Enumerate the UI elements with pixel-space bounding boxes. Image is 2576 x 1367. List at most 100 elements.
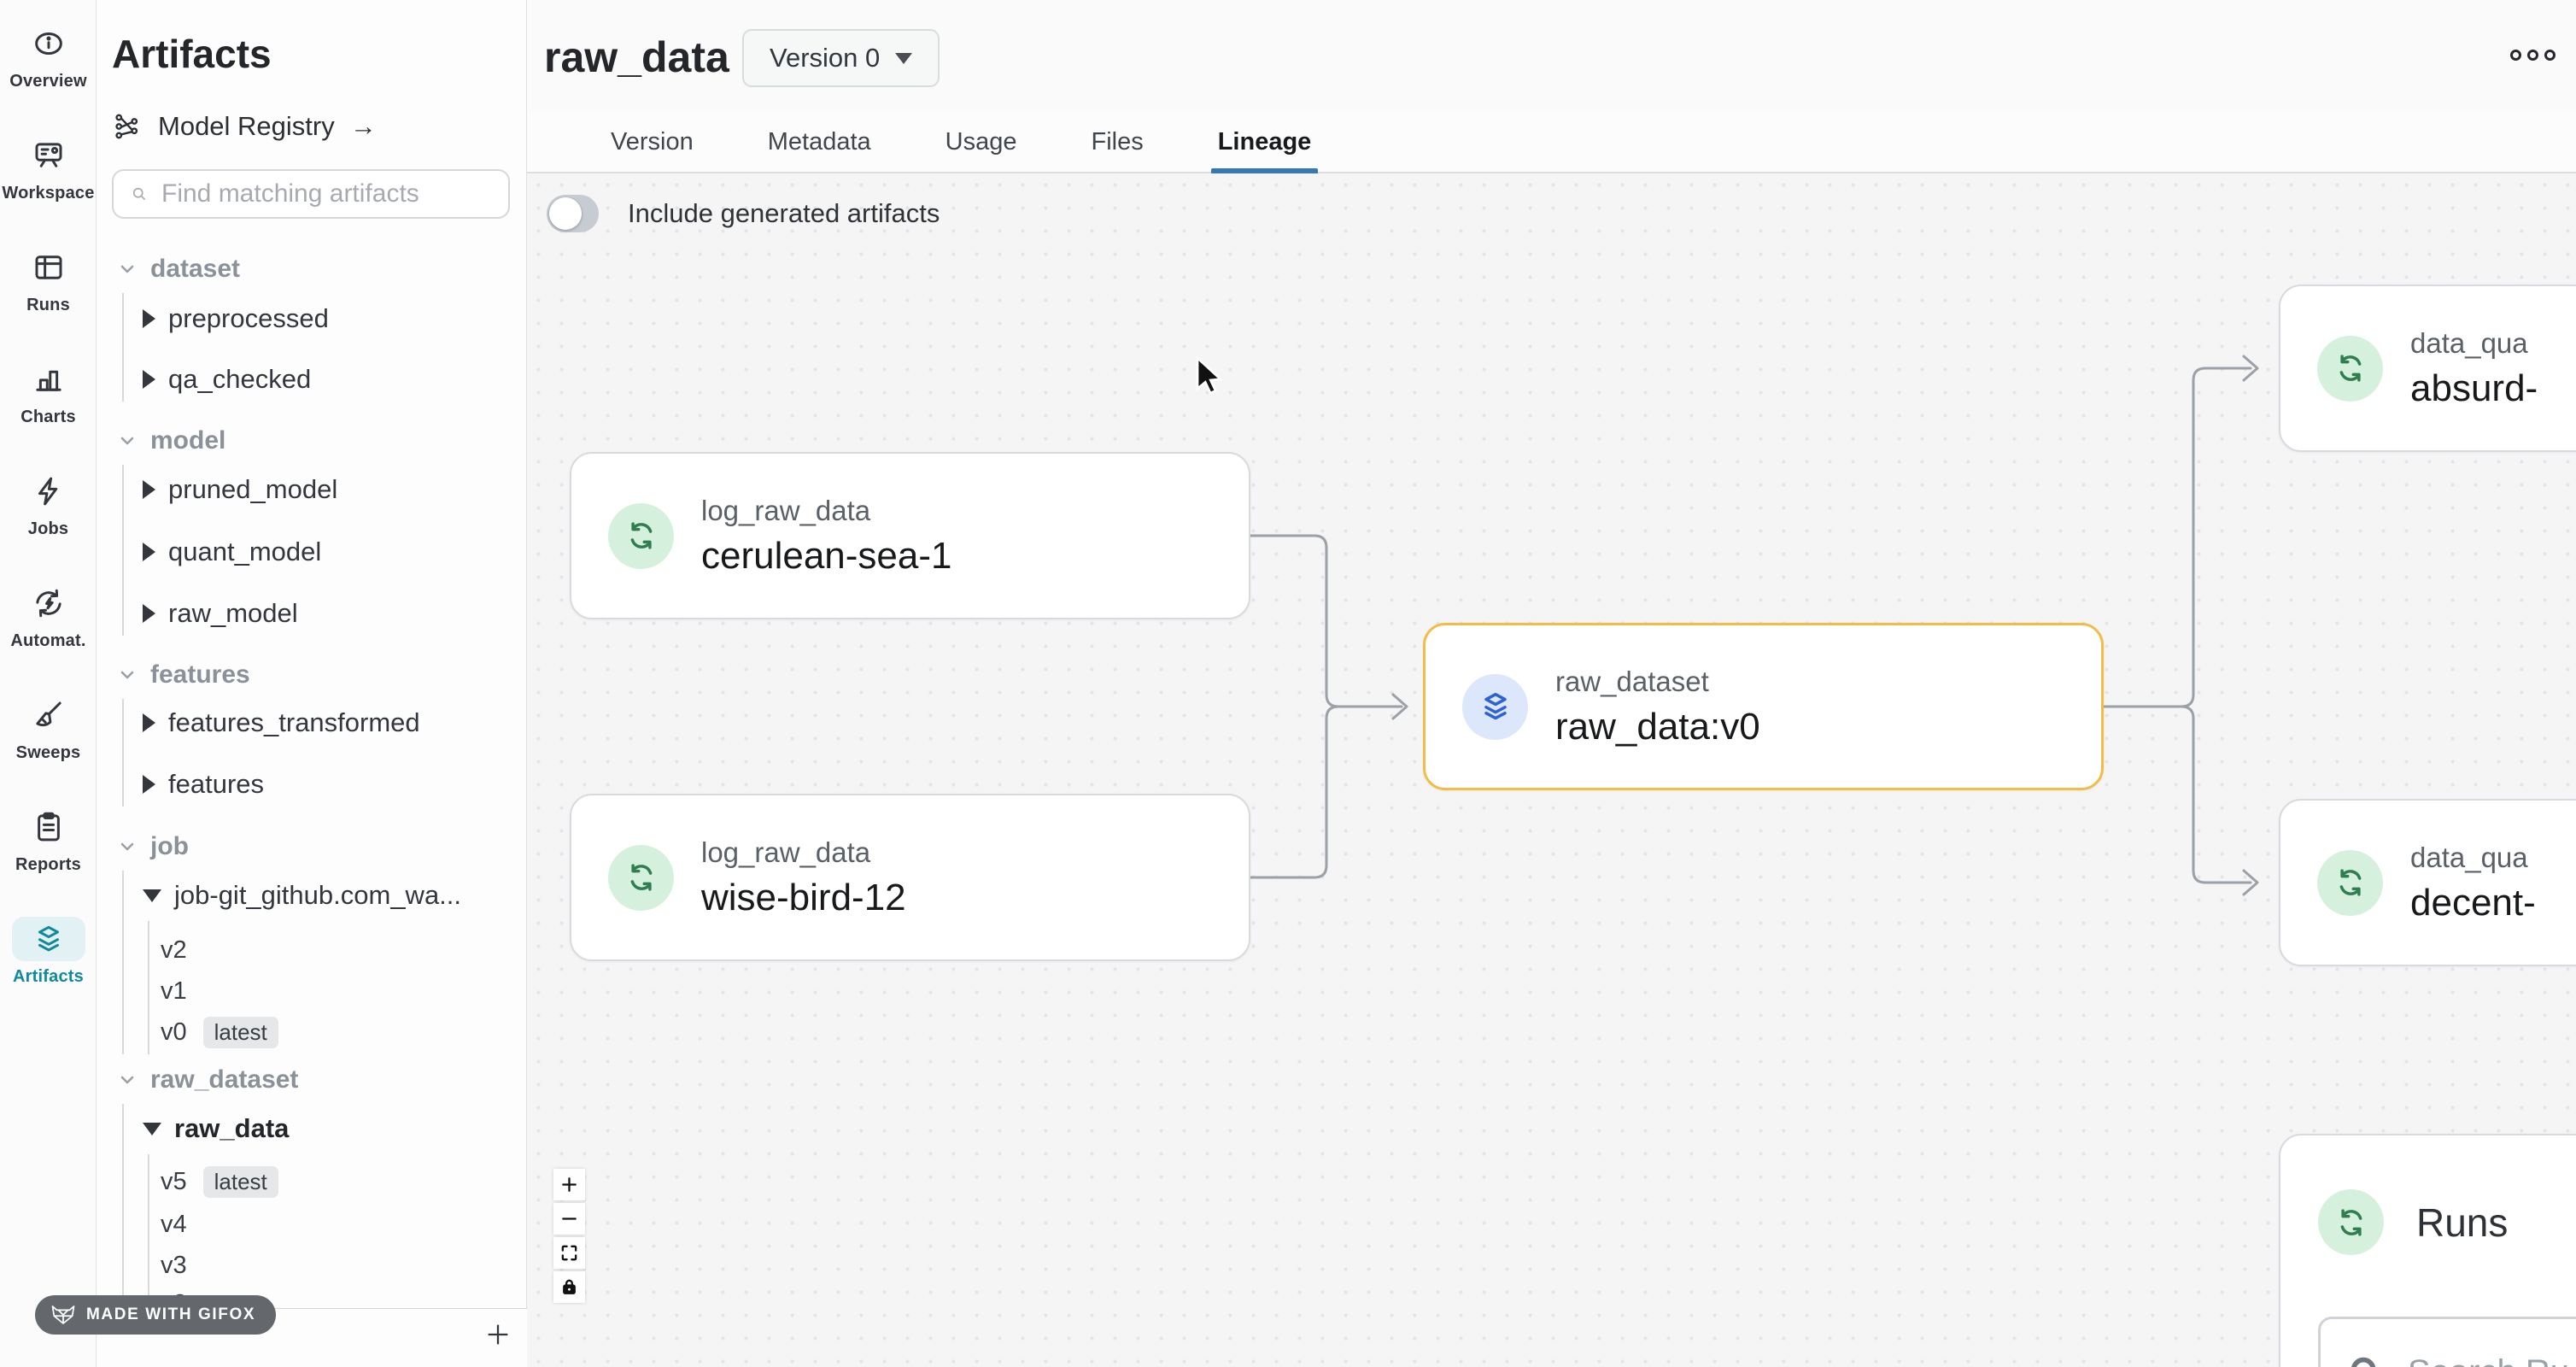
- tree-item-job-git[interactable]: job-git_github.com_wa...: [143, 877, 461, 914]
- add-button[interactable]: [479, 1316, 517, 1353]
- bar-chart-icon: [12, 357, 85, 402]
- tree-section-features[interactable]: features: [117, 656, 250, 694]
- run-icon: [2317, 850, 2383, 916]
- artifact-search-box: [112, 169, 510, 219]
- tree-section-raw-dataset[interactable]: raw_dataset: [117, 1061, 298, 1099]
- rail-item-jobs[interactable]: Jobs: [0, 448, 97, 560]
- tree-version-v0[interactable]: v0 latest: [161, 1013, 278, 1051]
- lightning-icon: [12, 469, 85, 513]
- tree-item-raw-data[interactable]: raw_data: [143, 1110, 289, 1147]
- lineage-node-absurd[interactable]: data_qua absurd-: [2279, 285, 2576, 452]
- workspace-icon: [12, 133, 85, 178]
- include-generated-toggle[interactable]: [547, 195, 599, 232]
- rail-item-overview[interactable]: Overview: [0, 0, 97, 112]
- triangle-right-icon: [143, 309, 155, 328]
- tree-version-v5[interactable]: v5 latest: [161, 1163, 278, 1200]
- lineage-node-cerulean-sea-1[interactable]: log_raw_data cerulean-sea-1: [570, 452, 1250, 619]
- tab-usage[interactable]: Usage: [946, 112, 1017, 173]
- sidebar-title: Artifacts: [112, 31, 272, 77]
- model-registry-link[interactable]: Model Registry →: [112, 111, 377, 142]
- lock-button[interactable]: [553, 1271, 585, 1303]
- tree-item-preprocessed[interactable]: preprocessed: [143, 300, 329, 337]
- runs-panel-title: Runs: [2416, 1200, 2508, 1246]
- clipboard-icon: [12, 805, 85, 849]
- mouse-cursor: [1194, 356, 1230, 397]
- tree-version-v1[interactable]: v1: [161, 972, 187, 1010]
- tree-item-pruned-model[interactable]: pruned_model: [143, 471, 337, 508]
- run-icon: [2317, 336, 2383, 402]
- runs-cluster-panel[interactable]: Runs: [2279, 1134, 2576, 1367]
- run-icon: [2318, 1189, 2384, 1255]
- rail-item-reports[interactable]: Reports: [0, 783, 97, 895]
- tab-lineage[interactable]: Lineage: [1218, 112, 1312, 173]
- node-job-label: log_raw_data: [701, 495, 952, 527]
- chevron-down-icon: [117, 665, 138, 685]
- artifact-search-input[interactable]: [161, 179, 491, 208]
- lineage-node-raw-data-v0[interactable]: raw_dataset raw_data:v0: [1423, 623, 2104, 790]
- canvas-controls: [553, 1169, 585, 1303]
- tree-section-job[interactable]: job: [117, 828, 189, 865]
- lineage-node-decent[interactable]: data_qua decent-: [2279, 799, 2576, 966]
- tree-section-dataset[interactable]: dataset: [117, 250, 240, 288]
- artifact-header: raw_data Version 0: [527, 0, 2576, 113]
- tree-guide: [122, 699, 124, 807]
- rail-item-workspace[interactable]: Workspace: [0, 112, 97, 224]
- tree-item-qa-checked[interactable]: qa_checked: [143, 361, 311, 398]
- tab-metadata[interactable]: Metadata: [768, 112, 871, 173]
- triangle-down-icon: [143, 1123, 161, 1135]
- tab-files[interactable]: Files: [1091, 112, 1143, 173]
- chevron-down-icon: [117, 836, 138, 857]
- fit-view-icon: [559, 1243, 579, 1263]
- rail-item-sweeps[interactable]: Sweeps: [0, 672, 97, 783]
- tree-version-v3[interactable]: v3: [161, 1247, 187, 1284]
- tree-version-v2[interactable]: v2: [161, 931, 187, 969]
- rail-item-automations[interactable]: Automat.: [0, 560, 97, 672]
- plus-icon: [559, 1175, 579, 1194]
- overflow-menu-button[interactable]: [2510, 50, 2556, 61]
- node-job-label: log_raw_data: [701, 836, 906, 869]
- node-type-label: raw_dataset: [1555, 666, 1760, 698]
- zoom-in-button[interactable]: [553, 1169, 585, 1200]
- tree-item-quant-model[interactable]: quant_model: [143, 533, 321, 571]
- node-run-name: wise-bird-12: [701, 877, 906, 919]
- chevron-down-icon: [117, 1070, 138, 1090]
- plus-icon: [483, 1320, 512, 1349]
- fox-icon: [50, 1304, 76, 1326]
- runs-table-icon: [12, 245, 85, 290]
- node-job-label: data_qua: [2410, 842, 2536, 874]
- tree-version-v4[interactable]: v4: [161, 1206, 187, 1243]
- toggle-label: Include generated artifacts: [628, 198, 940, 229]
- lineage-node-wise-bird-12[interactable]: log_raw_data wise-bird-12: [570, 794, 1250, 961]
- rail-item-charts[interactable]: Charts: [0, 336, 97, 448]
- model-registry-arrow: →: [350, 111, 377, 142]
- tree-guide: [122, 871, 124, 1054]
- tree-item-features-transformed[interactable]: features_transformed: [143, 704, 420, 742]
- zoom-out-button[interactable]: [553, 1203, 585, 1235]
- lineage-canvas[interactable]: Include generated artifacts log_raw_data…: [527, 173, 2576, 1367]
- minus-icon: [559, 1209, 579, 1229]
- rail-item-artifacts[interactable]: Artifacts: [0, 895, 97, 1007]
- triangle-right-icon: [143, 543, 155, 561]
- run-icon: [608, 503, 674, 569]
- node-run-name: decent-: [2410, 882, 2536, 924]
- artifacts-sidebar: Artifacts Model Registry → dataset prepr…: [97, 0, 527, 1367]
- tree-item-features[interactable]: features: [143, 766, 264, 803]
- rail-item-runs[interactable]: Runs: [0, 224, 97, 336]
- runs-search-input[interactable]: [2408, 1353, 2576, 1367]
- tree-item-raw-model[interactable]: raw_model: [143, 595, 298, 632]
- fit-view-button[interactable]: [553, 1237, 585, 1269]
- run-icon: [608, 845, 674, 911]
- toggle-row: Include generated artifacts: [547, 195, 940, 232]
- search-icon: [131, 180, 148, 208]
- triangle-right-icon: [143, 713, 155, 732]
- triangle-right-icon: [143, 480, 155, 499]
- tab-version[interactable]: Version: [611, 112, 694, 173]
- search-icon: [2346, 1352, 2386, 1367]
- triangle-right-icon: [143, 604, 155, 623]
- tree-section-model[interactable]: model: [117, 422, 225, 460]
- lock-icon: [559, 1277, 579, 1297]
- triangle-down-icon: [143, 889, 161, 902]
- node-job-label: data_qua: [2410, 327, 2538, 360]
- version-dropdown[interactable]: Version 0: [742, 29, 940, 87]
